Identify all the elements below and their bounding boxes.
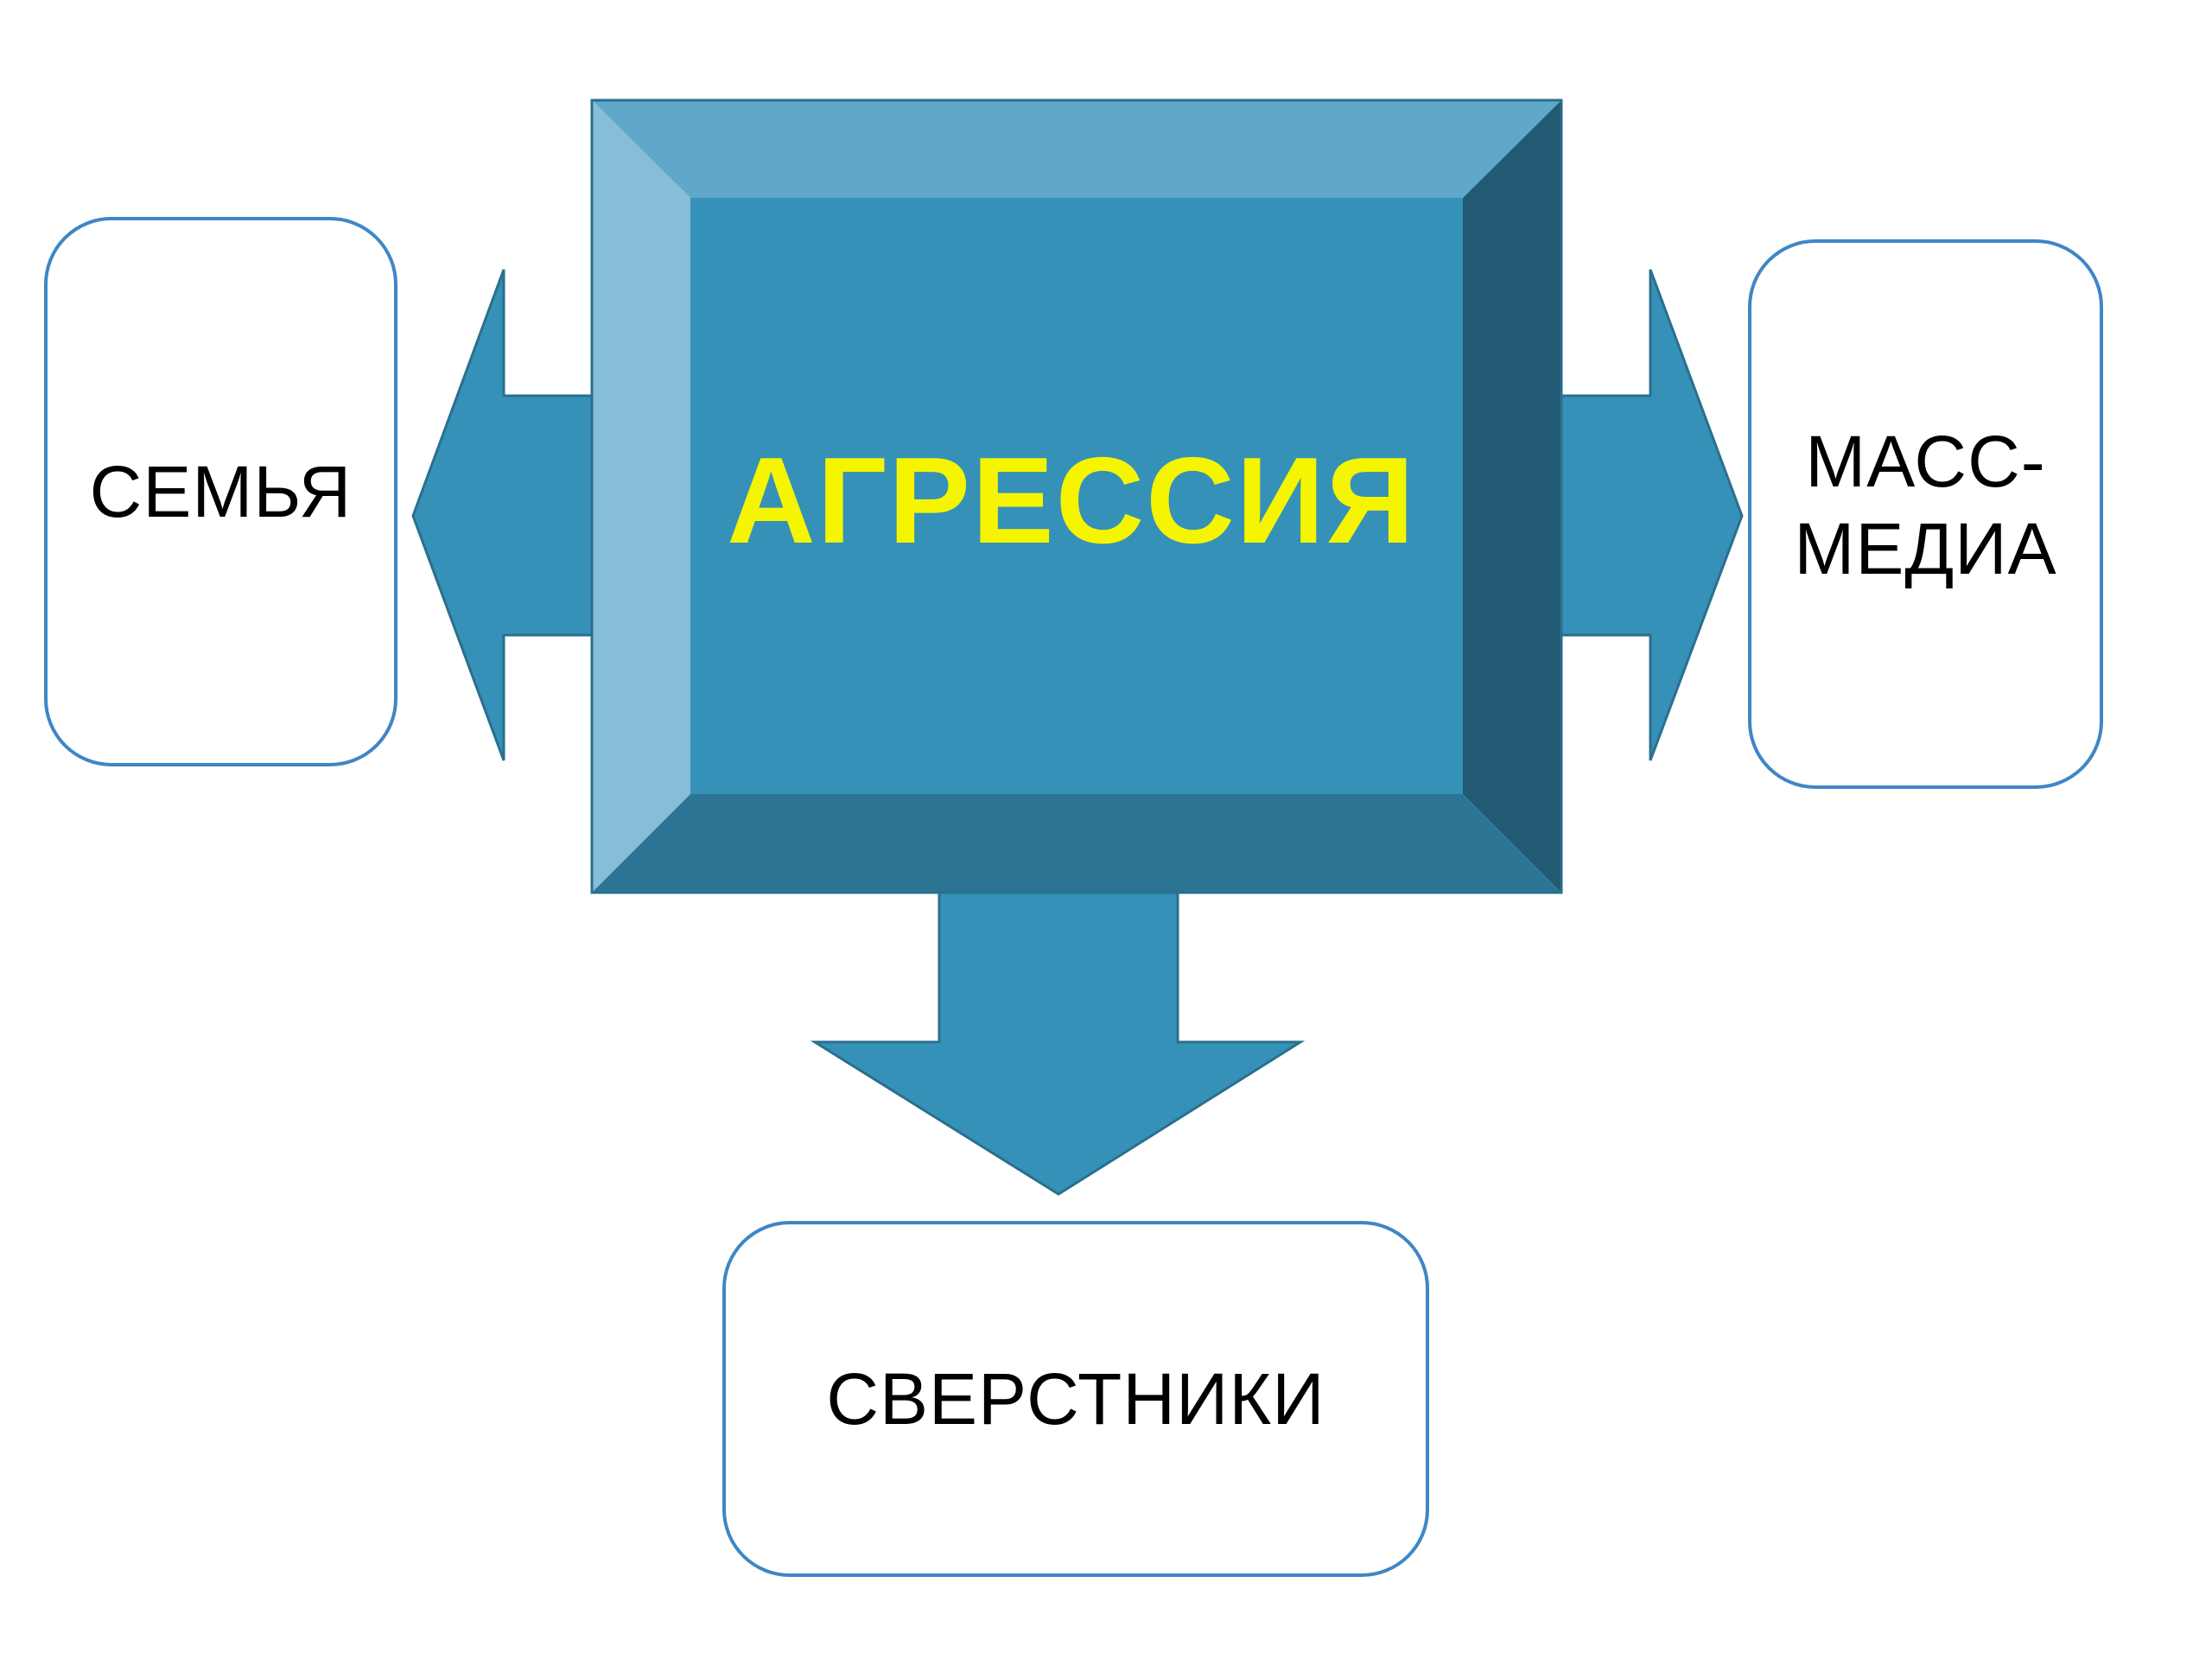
node-mass-media-label: МАСС- МЕДИА bbox=[1794, 418, 2056, 593]
center-outline bbox=[590, 99, 1563, 894]
node-mass-media: МАСС- МЕДИА bbox=[1748, 239, 2103, 789]
bevel-left-face bbox=[592, 100, 690, 893]
node-mass-media-line-1: МАСС- bbox=[1805, 421, 2046, 503]
bevel-right-face bbox=[1463, 100, 1561, 893]
node-family-label: СЕМЬЯ bbox=[89, 450, 353, 532]
center-block bbox=[590, 99, 1563, 894]
center-face bbox=[690, 198, 1463, 794]
bevel-bottom-face bbox=[592, 794, 1561, 893]
node-mass-media-line-2: МЕДИА bbox=[1794, 508, 2057, 589]
arrow-right-to-media bbox=[1545, 269, 1744, 761]
arrow-down-to-peers bbox=[810, 880, 1306, 1196]
node-peers-label: СВЕРСТНИКИ bbox=[826, 1357, 1325, 1440]
node-family: СЕМЬЯ bbox=[44, 217, 397, 766]
bevel-top-face bbox=[592, 100, 1561, 198]
center-label-aggression: АГРЕССИЯ bbox=[727, 432, 1416, 569]
node-peers: СВЕРСТНИКИ bbox=[722, 1221, 1429, 1577]
arrow-left-to-family bbox=[411, 269, 596, 761]
